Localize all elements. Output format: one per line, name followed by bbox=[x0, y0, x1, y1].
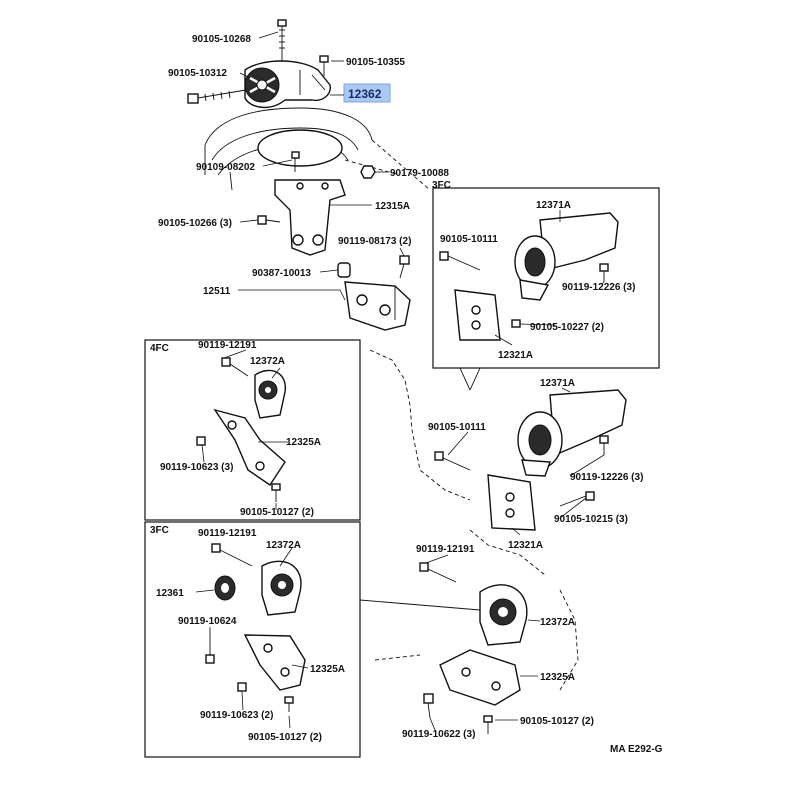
main-label-12372A: 12372A bbox=[540, 617, 575, 628]
box3fc-label-12325A: 12325A bbox=[310, 664, 345, 675]
bolt-90105-10268[interactable] bbox=[277, 19, 287, 62]
bolt-90109-08202[interactable] bbox=[291, 151, 300, 172]
box3fc-label-12361: 12361 bbox=[156, 588, 184, 599]
box3fc-label-90119-10623: 90119-10623 (2) bbox=[200, 710, 273, 721]
label-90119-08173: 90119-08173 (2) bbox=[338, 236, 411, 247]
main-label-90105-10111: 90105-10111 bbox=[428, 422, 486, 433]
inset-bolt-90105-10227[interactable] bbox=[511, 319, 521, 328]
main-label-90105-10215: 90105-10215 (3) bbox=[554, 514, 628, 525]
main-label-90105-10127: 90105-10127 (2) bbox=[520, 716, 594, 727]
inset-bolt-90105-10111[interactable] bbox=[439, 251, 481, 271]
main-bolt-90105-10111[interactable] bbox=[434, 451, 471, 471]
bolt-90105-10266[interactable] bbox=[257, 215, 281, 225]
main-bolt-90119-10622[interactable] bbox=[423, 693, 434, 719]
box3fc-mount-12372A[interactable] bbox=[261, 560, 302, 616]
box3fc-label-12372A: 12372A bbox=[266, 540, 301, 551]
box3fc-bolt-90119-10623[interactable] bbox=[237, 682, 247, 692]
inset-pointer bbox=[459, 367, 481, 391]
box3fc-bolt-90119-12191[interactable] bbox=[211, 543, 253, 567]
box4fc-label-12325A: 12325A bbox=[286, 437, 321, 448]
bolt-90119-08173[interactable] bbox=[399, 255, 410, 279]
label-90105-10355: 90105-10355 bbox=[346, 57, 405, 68]
main-label-12371A: 12371A bbox=[540, 378, 575, 389]
inset-label-12371A: 12371A bbox=[536, 200, 571, 211]
box3fc-label-90119-10624: 90119-10624 bbox=[178, 616, 237, 627]
highlight-box bbox=[343, 83, 391, 103]
box3fc-label-90105-10127: 90105-10127 (2) bbox=[248, 732, 322, 743]
box4fc-bolt-90105-10127[interactable] bbox=[271, 483, 281, 502]
box4fc-label-12372A: 12372A bbox=[250, 356, 285, 367]
inset-frame-3fc bbox=[432, 187, 660, 369]
main-mount-12371A[interactable] bbox=[517, 389, 627, 477]
inset-bracket-12321A[interactable] bbox=[454, 289, 501, 341]
chassis-outline bbox=[359, 349, 579, 691]
label-90179-10088: 90179-10088 bbox=[390, 168, 449, 179]
main-label-12321A: 12321A bbox=[508, 540, 543, 551]
bolt-90105-10312[interactable] bbox=[187, 89, 247, 104]
box4fc-label-90119-10623: 90119-10623 (3) bbox=[160, 462, 233, 473]
box3fc-bracket-12325A[interactable] bbox=[243, 634, 306, 691]
main-label-90119-10622: 90119-10622 (3) bbox=[402, 729, 475, 740]
label-12511: 12511 bbox=[203, 286, 231, 297]
box3fc-stopper-12361[interactable] bbox=[214, 575, 236, 601]
box4fc-label-90119-12191: 90119-12191 bbox=[198, 340, 257, 351]
figure-code: MA E292-G bbox=[610, 744, 663, 755]
label-12315A: 12315A bbox=[375, 201, 410, 212]
inset-bolt-90119-12226[interactable] bbox=[599, 263, 609, 282]
main-bolt-90119-12191[interactable] bbox=[419, 562, 457, 583]
assembly-12511[interactable] bbox=[344, 281, 411, 331]
leader-lines bbox=[195, 31, 605, 731]
collar-90387-10013[interactable] bbox=[337, 262, 351, 278]
main-bracket-12321A[interactable] bbox=[487, 474, 536, 531]
box4fc-bracket-12325A[interactable] bbox=[213, 408, 286, 486]
main-mount-12372A[interactable] bbox=[479, 584, 528, 646]
nut-90179-10088[interactable] bbox=[360, 165, 376, 179]
main-label-12325A: 12325A bbox=[540, 672, 575, 683]
box-3fc-frame bbox=[144, 521, 361, 758]
engine-mount-12362[interactable] bbox=[244, 60, 331, 108]
main-bolt-90119-12226[interactable] bbox=[599, 435, 609, 455]
main-bolt-90105-10127[interactable] bbox=[483, 715, 493, 734]
box4fc-bolt-90119-10623[interactable] bbox=[196, 436, 206, 446]
inset-label-90105-10227: 90105-10227 (2) bbox=[530, 322, 604, 333]
label-90105-10266: 90105-10266 (3) bbox=[158, 218, 232, 229]
box-4fc-frame bbox=[144, 339, 361, 521]
box3fc-title: 3FC bbox=[150, 525, 169, 536]
bolt-90105-10355[interactable] bbox=[319, 55, 329, 76]
main-bolt-90105-10215[interactable] bbox=[559, 491, 595, 507]
box4fc-label-90105-10127: 90105-10127 (2) bbox=[240, 507, 314, 518]
box4fc-mount-12372A[interactable] bbox=[254, 369, 286, 419]
label-90109-08202: 90109-08202 bbox=[196, 162, 255, 173]
box3fc-label-90119-12191: 90119-12191 bbox=[198, 528, 257, 539]
main-label-90119-12226: 90119-12226 (3) bbox=[570, 472, 643, 483]
box4fc-title: 4FC bbox=[150, 343, 169, 354]
label-90105-10312: 90105-10312 bbox=[168, 68, 227, 79]
label-12362-highlighted: 12362 bbox=[348, 87, 382, 101]
engine-outline bbox=[204, 107, 431, 191]
box3fc-bolt-90119-10624[interactable] bbox=[205, 630, 215, 664]
label-3fc-top: 3FC bbox=[432, 180, 451, 191]
label-90105-10268: 90105-10268 bbox=[192, 34, 251, 45]
inset-label-12321A: 12321A bbox=[498, 350, 533, 361]
main-bracket-12325A[interactable] bbox=[439, 649, 521, 706]
inset-label-90105-10111: 90105-10111 bbox=[440, 234, 498, 245]
box4fc-bolt-90119-12191[interactable] bbox=[221, 357, 249, 377]
inset-label-90119-12226: 90119-12226 (3) bbox=[562, 282, 635, 293]
label-90387-10013: 90387-10013 bbox=[252, 268, 311, 279]
main-label-90119-12191: 90119-12191 bbox=[416, 544, 475, 555]
box3fc-bolt-90105-10127[interactable] bbox=[284, 696, 294, 712]
bracket-12315A[interactable] bbox=[274, 179, 346, 256]
labels: 90105-10268 90105-10355 90105-10312 1236… bbox=[150, 34, 663, 755]
inset-mount-12371A[interactable] bbox=[514, 212, 619, 301]
